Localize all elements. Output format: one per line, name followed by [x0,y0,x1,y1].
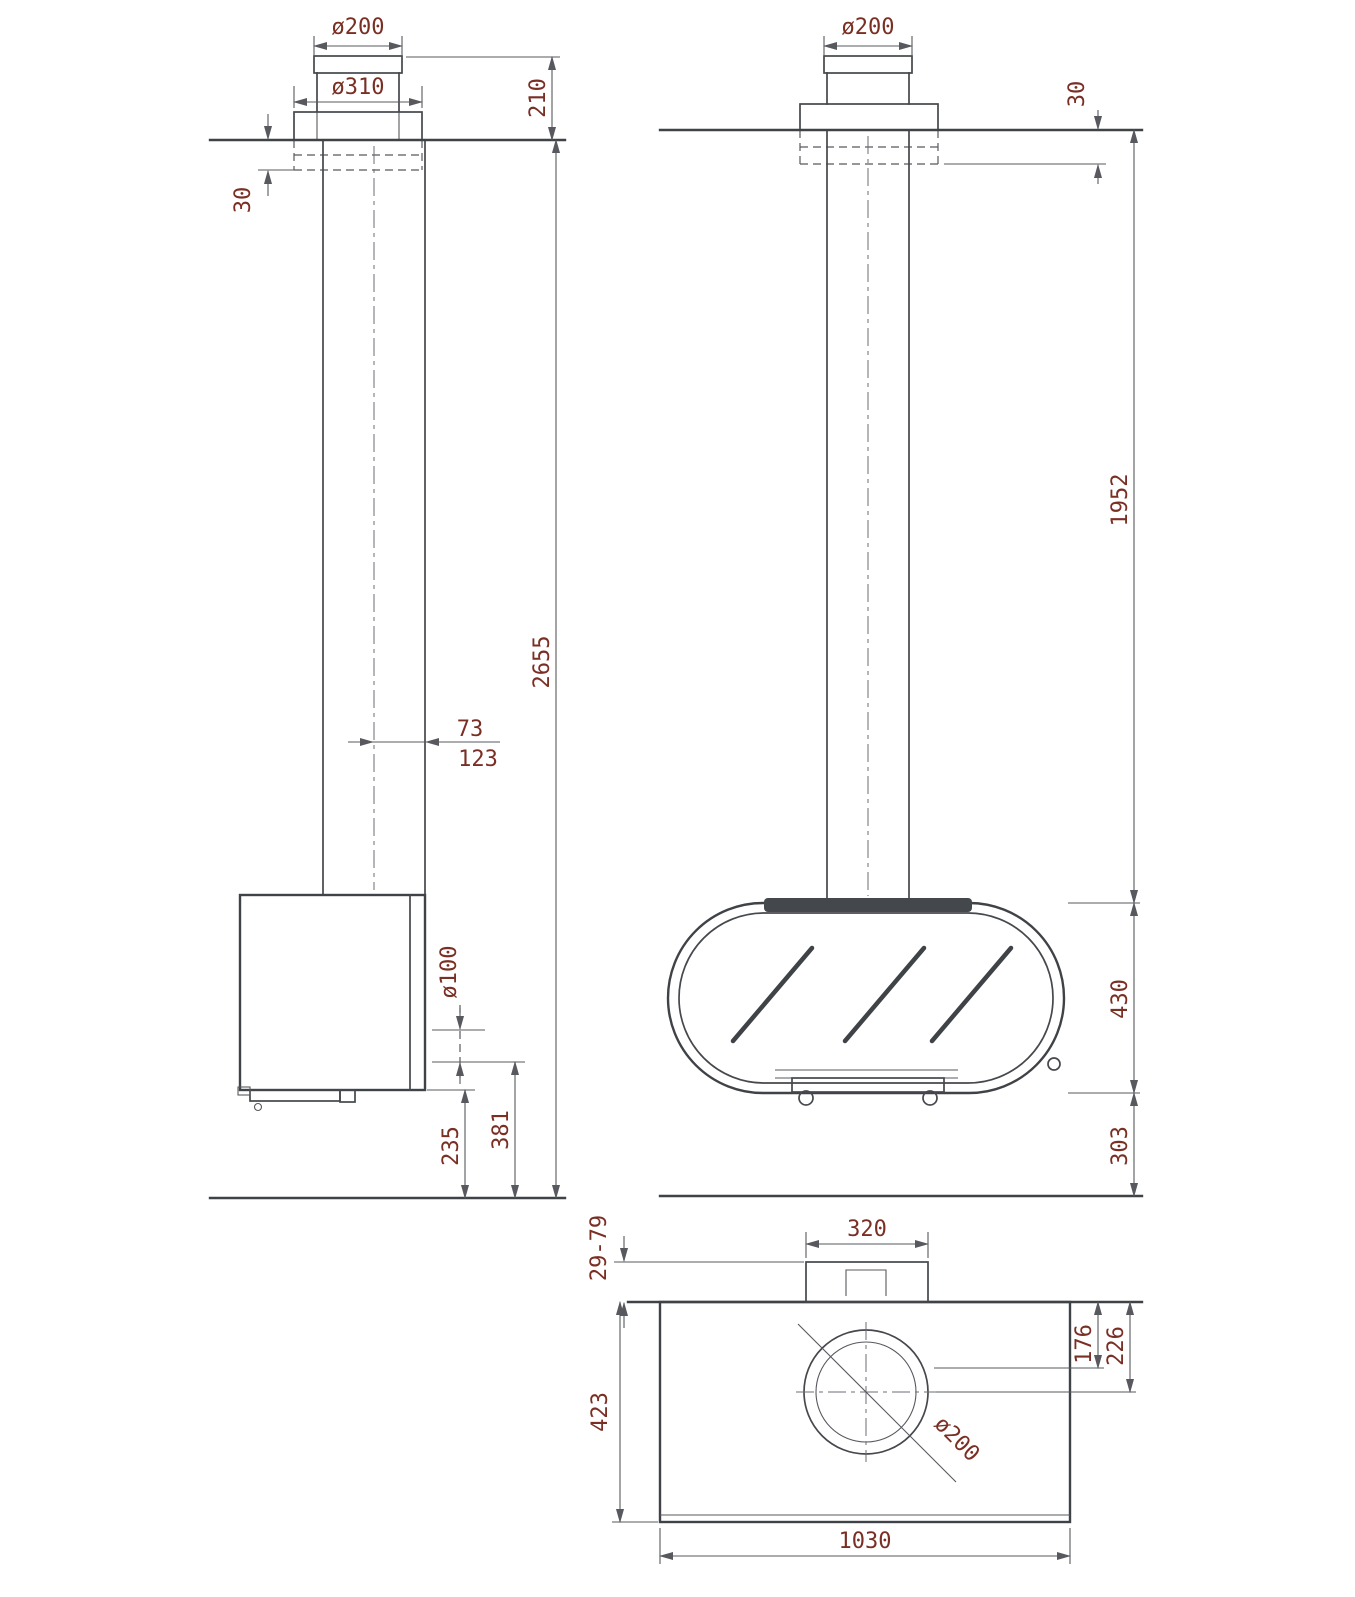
dim-side-collar-recess: 30 [231,187,256,214]
dim-side-above-ceiling: 210 [526,78,551,118]
dim-top-flue-dia: ø200 [929,1412,984,1467]
front-stove-body [666,898,1066,1106]
dim-front-floor-clearance: 303 [1108,1126,1133,1166]
dim-side-total-height: 2655 [530,636,555,689]
glass-reflection-2 [842,945,927,1044]
top-body-outline [626,1261,1144,1524]
dim-side-381: 381 [489,1110,514,1150]
top-view-drawing: 320 29-79 423 176 226 ø200 1030 [587,1215,1144,1564]
dim-side-offset-123: 123 [458,747,498,772]
dim-side-flue-top: ø200 [332,15,385,40]
dim-side-inlet-dia: ø100 [437,946,462,999]
front-dimensions: ø200 30 1952 430 303 [822,15,1140,1198]
dim-front-pipe-length: 1952 [1108,474,1133,527]
door-latch-knob [1047,1057,1061,1071]
dim-top-176: 176 [1072,1324,1097,1364]
dim-top-slot-width: 320 [847,1217,887,1242]
top-dimensions: 320 29-79 423 176 226 ø200 1030 [587,1215,1136,1564]
front-bottom-bracket [775,1069,958,1106]
glass-reflection-1 [730,945,815,1044]
side-dimensions: ø200 ø310 210 30 2655 73 123 [231,15,561,1200]
front-flue-pipe [799,55,939,904]
dim-side-offset-73: 73 [457,717,484,742]
dim-side-235: 235 [439,1126,464,1166]
side-stove-body [237,893,461,1112]
glass-reflection-3 [929,945,1014,1044]
dim-top-depth: 423 [588,1392,613,1432]
top-flue-circle [796,1322,957,1483]
dim-top-226: 226 [1104,1326,1129,1366]
dim-front-collar-recess: 30 [1065,81,1090,108]
dim-side-collar-dia: ø310 [332,75,385,100]
dim-front-body-height: 430 [1108,979,1133,1019]
side-flue-pipe [293,55,426,896]
dim-front-flue-top: ø200 [842,15,895,40]
front-top-collar-band [764,898,972,912]
side-view-drawing: ø200 ø310 210 30 2655 73 123 [208,15,567,1200]
dim-top-width: 1030 [839,1529,892,1554]
dim-top-adjust-range: 29-79 [587,1215,612,1281]
front-view-drawing: ø200 30 1952 430 303 [658,15,1144,1198]
